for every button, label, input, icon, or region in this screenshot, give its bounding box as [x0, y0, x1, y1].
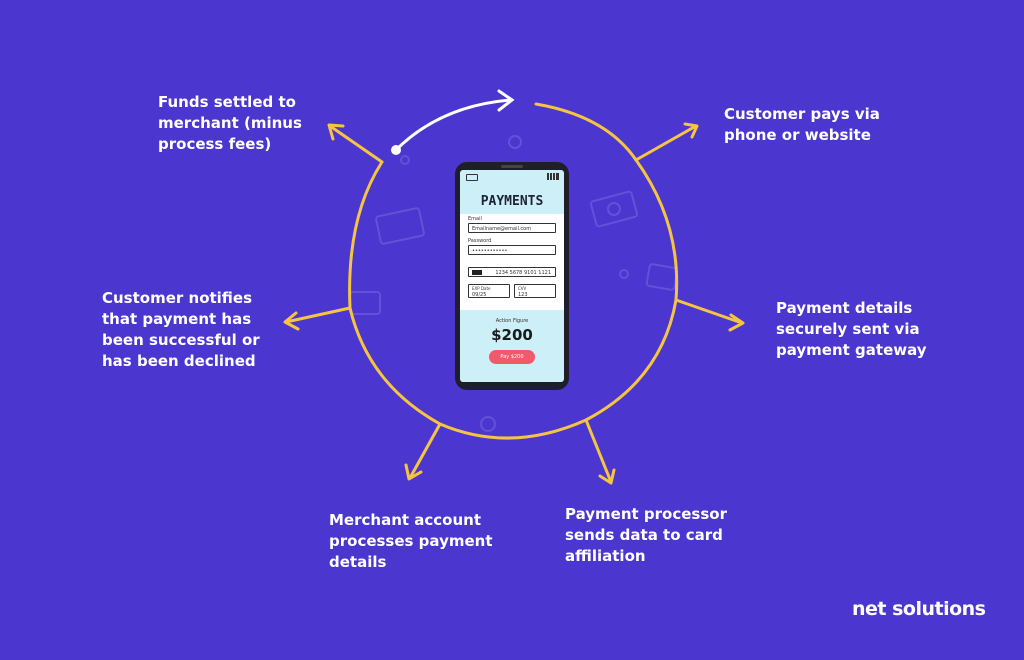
expiry-value: 09/25 — [472, 292, 487, 298]
expiry-label: EXP Date — [472, 286, 491, 291]
step-customer-notified: Customer notifies that payment has been … — [102, 289, 260, 370]
phone-screen: PAYMENTS Email Emailname@email.com Passw… — [460, 170, 564, 382]
battery-icon — [466, 174, 478, 181]
step-customer-pays: Customer pays via phone or website — [724, 105, 880, 144]
phone-mockup: PAYMENTS Email Emailname@email.com Passw… — [455, 162, 569, 390]
start-arrow — [391, 89, 515, 155]
amount-value: $200 — [491, 326, 533, 344]
step-details-sent: Payment details securely sent via paymen… — [776, 299, 927, 359]
payment-form: Email Emailname@email.com Password •••••… — [460, 214, 564, 310]
cycle-arcs — [283, 102, 745, 485]
password-field: •••••••••••• — [468, 245, 556, 255]
email-label: Email — [468, 216, 482, 222]
card-icon — [472, 270, 482, 275]
payments-title: PAYMENTS — [480, 194, 544, 209]
step-merchant-processes: Merchant account processes payment detai… — [329, 511, 493, 571]
pay-button[interactable]: Pay $200 — [489, 350, 535, 364]
phone-speaker — [501, 165, 523, 168]
email-field: Emailname@email.com — [468, 223, 556, 233]
card-number: 1234 5678 9101 1121 — [495, 270, 551, 276]
password-label: Password — [468, 238, 492, 244]
step-processor-sends: Payment processor sends data to card aff… — [565, 505, 727, 565]
card-number-field: 1234 5678 9101 1121 — [468, 267, 556, 277]
signal-icon — [547, 173, 559, 180]
amount-label: Action Figure — [495, 318, 529, 324]
cvv-value: 123 — [518, 292, 528, 298]
step-funds-settled: Funds settled to merchant (minus process… — [158, 93, 302, 153]
cvv-label: CVV — [518, 286, 527, 291]
brand-logo: net solutions — [852, 598, 986, 620]
expiry-field: EXP Date 09/25 — [468, 284, 510, 298]
cvv-field: CVV 123 — [514, 284, 556, 298]
